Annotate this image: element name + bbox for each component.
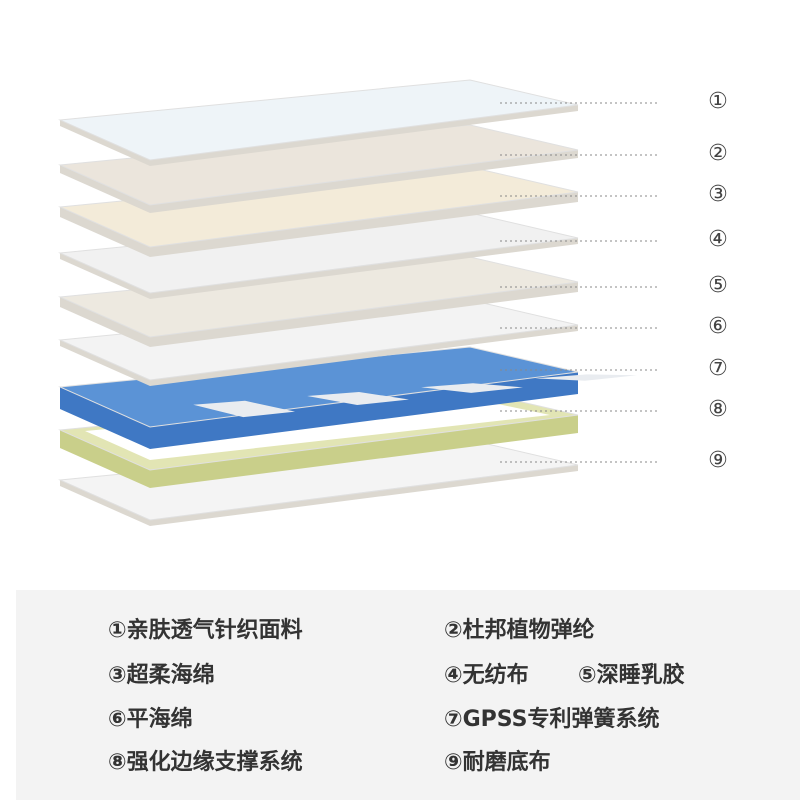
layer-number-5: ⑤ (708, 273, 728, 298)
legend-item-6: ⑥平海绵 (108, 707, 193, 732)
layer-number-7: ⑦ (708, 356, 728, 381)
legend-panel: ①亲肤透气针织面料 ②杜邦植物弹纶 ③超柔海绵 ④无纺布 ⑤深睡乳胶 ⑥平海绵 … (16, 590, 800, 800)
legend-item-4: ④无纺布 (444, 663, 529, 688)
layer-7 (58, 346, 637, 449)
layer-number-6: ⑥ (708, 314, 728, 339)
legend-item-8: ⑧强化边缘支撑系统 (108, 750, 303, 775)
layer-number-3: ③ (708, 182, 728, 207)
legend-item-9: ⑨耐磨底布 (444, 750, 551, 775)
layer-number-2: ② (708, 141, 728, 166)
legend-item-1: ①亲肤透气针织面料 (108, 618, 303, 643)
layer-side (60, 415, 578, 488)
layer-number-8: ⑧ (708, 397, 728, 422)
frame-inner (85, 397, 550, 460)
layer-number-1: ① (708, 89, 728, 114)
spring-stripe (535, 374, 637, 381)
legend-item-5: ⑤深睡乳胶 (578, 663, 685, 688)
layer-surface (58, 79, 579, 161)
spring-stripe (421, 383, 523, 393)
legend-item-2: ②杜邦植物弹纶 (444, 618, 595, 643)
legend-item-3: ③超柔海绵 (108, 663, 215, 688)
legend-item-7: ⑦GPSS专利弹簧系统 (444, 707, 660, 732)
layer-number-9: ⑨ (708, 448, 728, 473)
spring-stripe (307, 392, 409, 405)
spring-stripe (193, 400, 296, 418)
layer-side (60, 372, 578, 449)
layer-number-4: ④ (708, 227, 728, 252)
mattress-layers-diagram (58, 79, 660, 526)
layer-1 (58, 79, 579, 166)
